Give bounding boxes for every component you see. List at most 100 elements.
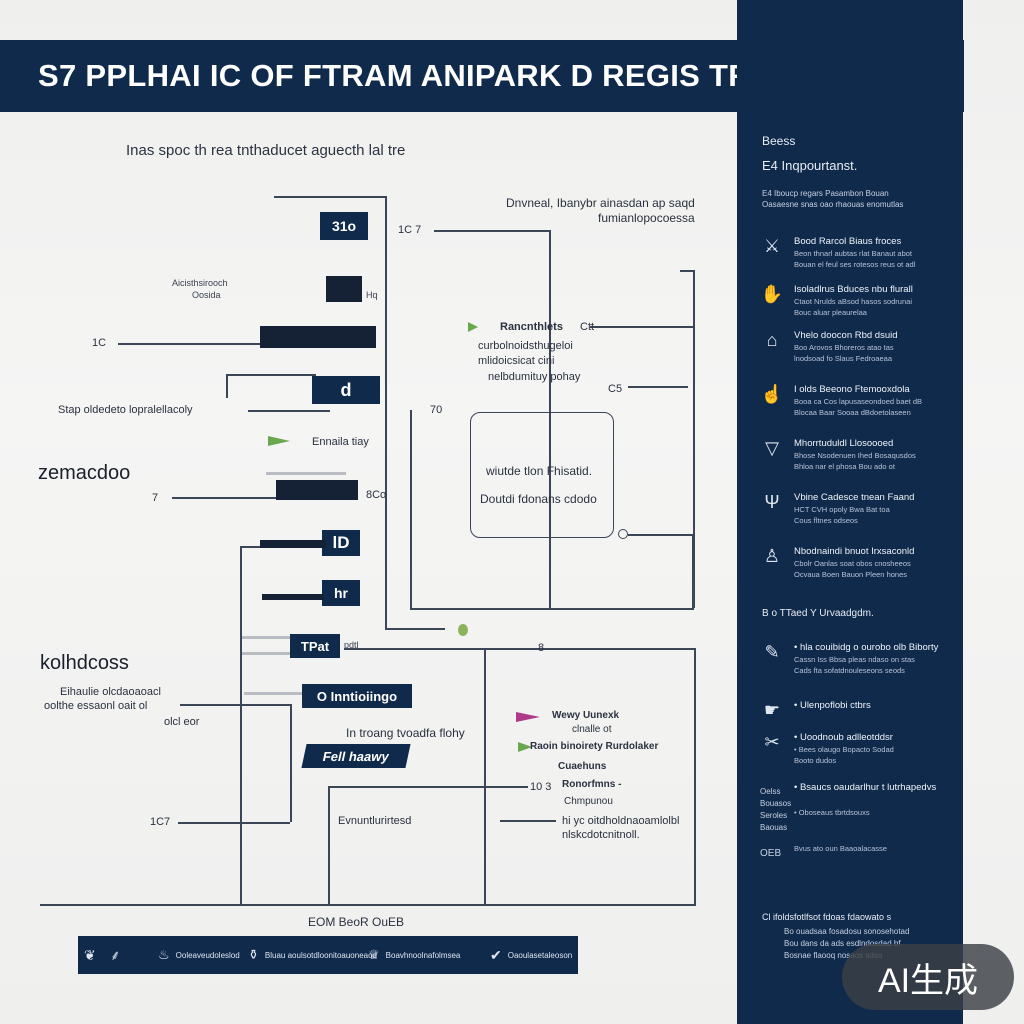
flag-marker [516, 712, 540, 722]
side-item-desc: Boo Arovos Bhoreros atao tas [794, 343, 894, 352]
tag-31: 31o [320, 212, 368, 240]
annotation: Dnvneal, Ibanybr ainasdan ap saqd [506, 196, 695, 210]
bottom-bar-item: ⸙ [110, 936, 121, 974]
check-icon: ✔ [490, 946, 502, 963]
lamp-icon: ♨ [158, 947, 170, 962]
diagram-subtitle: Inas spoc th rea tnthaducet aguecth lal … [126, 142, 406, 159]
box-text: Doutdi fdonans cdodo [480, 492, 597, 506]
flag-marker [518, 742, 532, 752]
legend-label: Ronorfmns - [562, 779, 622, 790]
legend-label: Chmpunou [564, 796, 613, 807]
tag-ohm: O Inntioiingo [302, 684, 412, 708]
annotation: curbolnoidsthugeloi [478, 340, 573, 352]
annotation: Evnuntlurirtesd [338, 815, 412, 827]
bottom-bar-text: Bluau aoulsotdloonitoauoneaod [264, 950, 378, 960]
side-item-desc: lnodsoad fo Slaus Fedroaeaa [794, 354, 892, 363]
side-footer-4: Bosnae flaooq nosaos sdso [784, 951, 883, 960]
label: 1C7 [150, 816, 171, 828]
side-intro-2: Oasaesne snas oao rhaouas enomutlas [762, 200, 904, 209]
bottom-bar: ❦ ⸙ ♨ Ooleaveudoleslod ⚱ Bluau aoulsotdloo… [78, 936, 578, 974]
fork-icon: Ψ [764, 492, 780, 512]
flag-marker [268, 436, 290, 446]
annotation: Aicisthsirooch [172, 278, 228, 288]
leaf-marker [458, 624, 468, 636]
flag-label: Rancnthlets [500, 321, 563, 333]
side-heading: Beess [762, 134, 796, 148]
annotation: In troang tvoadfa flohy [346, 726, 465, 740]
side-item-title: • hla couibidg o ourobo olb Biborty [794, 642, 939, 653]
label: 70 [430, 404, 443, 416]
label: 10 3 [530, 781, 552, 793]
side-item-desc: Ctaot Nrulds aBsod hasos sodrunai [794, 297, 912, 306]
flag-label: Ennaila tiay [312, 436, 369, 448]
label: 8Co [366, 489, 387, 501]
side-note: Seroles [760, 811, 788, 820]
wrench-icon: ✂ [764, 732, 780, 752]
ai-badge-text: AI生成 [877, 961, 979, 1000]
side-item-desc: Cassn Iss Bbsa pleas ndaso on stas [794, 655, 915, 664]
label: 7 [152, 492, 159, 504]
label: 1C 7 [398, 224, 422, 236]
ai-generated-badge: AI生成 [842, 944, 1014, 1010]
annotation: Oosida [192, 290, 221, 300]
side-item-title: • Bsaucs oaudarlhur t lutrhapedvs [794, 782, 937, 793]
bottom-bar-item: ⚱ Bluau aoulsotdloonitoauoneaod [248, 936, 377, 974]
side-item-title: Vbine Cadesce tnean Faand [794, 492, 915, 503]
side-item-desc: Booto dudos [794, 756, 837, 765]
side-item-desc: • Bees olaugo Bopacto Sodad [794, 745, 894, 754]
hand-icon: ☝ [760, 384, 784, 404]
bottom-bar-item: ❦ [84, 936, 96, 974]
tag-fell: Fell haawy [301, 744, 411, 768]
side-note: Oelss [760, 787, 781, 796]
annotation: nelbdumituy pohay [488, 371, 581, 383]
side-note: OEB [760, 848, 782, 859]
tap-icon: ☛ [763, 700, 781, 720]
side-item-desc: Beon thnarl aubtas rlat Banaut abot [794, 249, 913, 258]
funnel-icon: ▽ [765, 438, 779, 458]
chair-icon: ⌂ [766, 330, 778, 350]
side-item-desc: Ocvaua Boen Bauon Pleen hones [794, 570, 908, 579]
glove-icon: ✋ [760, 284, 784, 304]
side-footer-3: Bou dans da ads esdlndosdad bf [784, 939, 901, 948]
bottom-caption: EOM BeoR OuEB [308, 915, 405, 929]
legend-label: Raoin binoirety Rurdolaker [530, 741, 659, 752]
drop-icon: ⚱ [248, 947, 259, 962]
side-item-desc: • Oboseaus tbrtdsouxs [794, 808, 870, 817]
side-left-notes: Oelss Bouasos Seroles Baouas OEB [760, 786, 796, 860]
legend-label: Cuaehuns [558, 761, 607, 772]
section-heading: zemacdoo [38, 462, 131, 484]
side-item-desc: Bhose Nsodenuen Ihed Bosaqusdos [794, 451, 916, 460]
label: pdtl [344, 640, 359, 650]
label: Hq [366, 290, 378, 300]
side-panel [737, 0, 963, 1024]
annotation: oolthe essaonl oait ol [44, 700, 148, 712]
side-item-title: I olds Beeono Ftemooxdola [794, 384, 910, 395]
legend-label: nlskcdotcnitnoll. [562, 829, 640, 841]
side-item-desc: Cbolr Oanlas soat obos cnosheeos [794, 559, 911, 568]
flag-marker [468, 322, 478, 332]
side-item-title: Nbodnaindi bnuot Irxsaconld [794, 546, 915, 557]
side-item-title: Bood Rarcol Biaus froces [794, 236, 902, 247]
bottom-bar-text: Boavhnoolnafolmsea [385, 950, 461, 960]
annotation: mlidoicsicat cini [478, 355, 555, 367]
side-item-title: Vhelo doocon Rbd dsuid [794, 330, 898, 341]
side-item-desc: Cads fta sofatdnouleseons seods [794, 666, 905, 675]
side-footer-2: Bo ouadsaa fosadosu sonosehotad [784, 927, 910, 936]
side-item-desc: Bouan el feul ses rotesos reus ot adl [794, 260, 916, 269]
side-footer-1: Cl ifoldsfotlfsot fdoas fdaowato s [762, 912, 892, 922]
side-item-desc: Booa ca Cos lapusaseondoed baet dB [794, 397, 923, 406]
side-intro-1: E4 Iboucp regars Pasambon Bouan [762, 189, 889, 198]
section-heading: kolhdcoss [40, 652, 129, 674]
side-item-desc: Bouc aluar pleaurelaa [794, 308, 867, 317]
bottom-bar-text: Ooleaveudoleslod [175, 950, 240, 960]
side-note: Bouasos [760, 799, 792, 808]
side-item-title: • Ulenpoflobi ctbrs [794, 700, 871, 711]
side-item-title: • Uoodnoub adlleotddsr [794, 732, 893, 743]
side-heading-2: E4 Inqpourtanst. [762, 158, 858, 173]
sword-icon: ⚔ [763, 236, 781, 256]
annotation: fumianlopocoessa [598, 211, 695, 225]
side-section-heading: B o TTaed Y Urvaadgdm. [762, 608, 874, 619]
annotation: olcl eor [164, 716, 200, 728]
tag-lp: lD [322, 530, 360, 556]
page-title: S7 PPLHAI IC OF FTRAM ANIPARK D REGIS TR… [38, 58, 820, 93]
